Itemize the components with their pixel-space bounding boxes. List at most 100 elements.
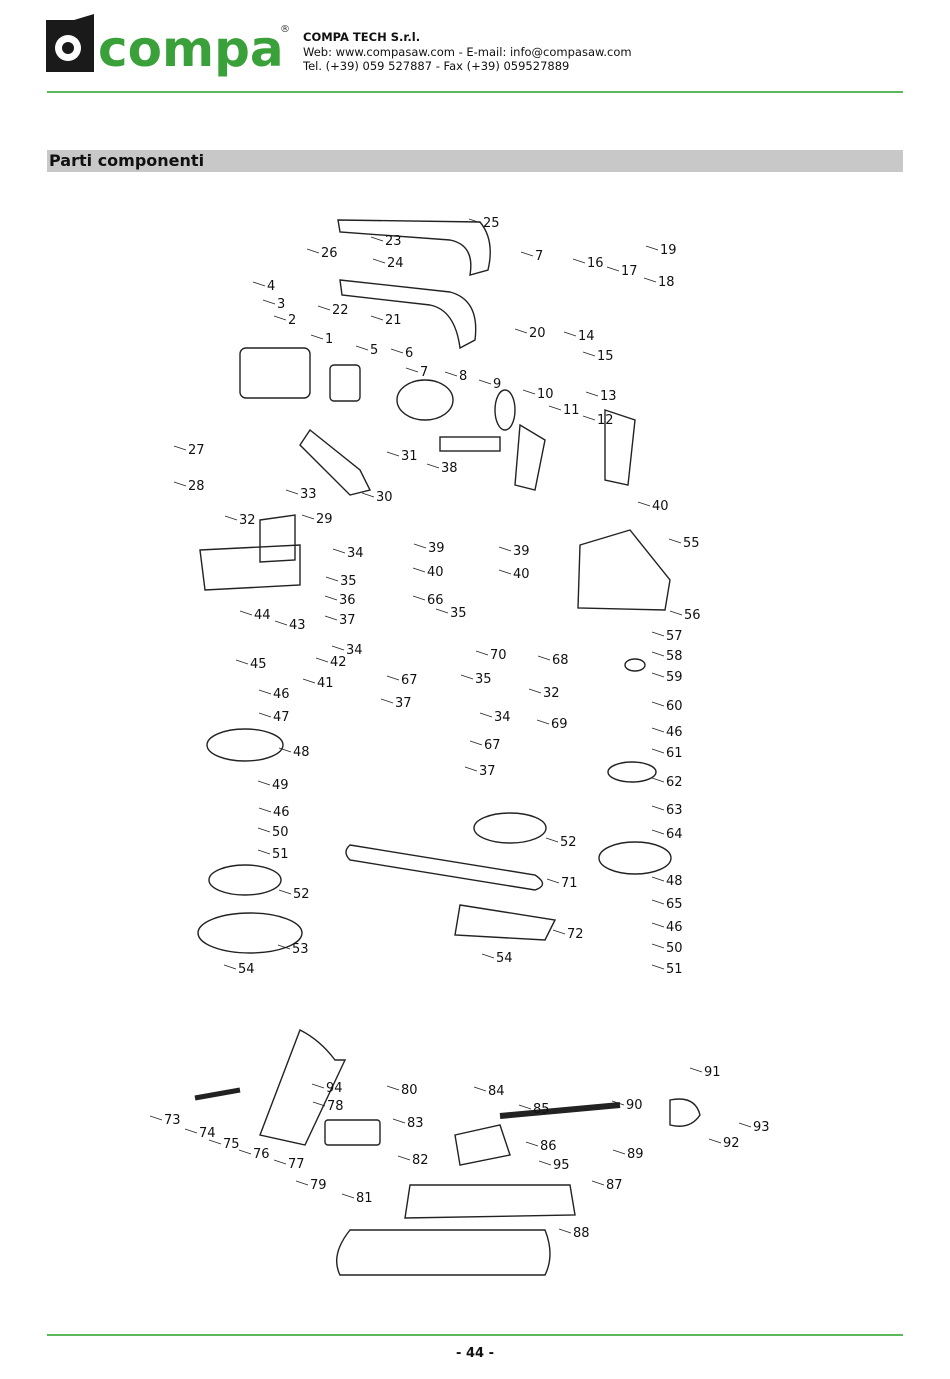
leader-line	[528, 688, 542, 694]
leader-line	[469, 740, 483, 746]
part-number-label: 24	[387, 256, 404, 271]
part-number-label: 32	[543, 686, 560, 701]
part-number-label: 83	[407, 1116, 424, 1131]
part-number-label: 66	[427, 593, 444, 608]
part-number-label: 79	[310, 1178, 327, 1193]
part-number-label: 61	[666, 746, 683, 761]
leader-line	[317, 305, 331, 311]
part-number-label: 59	[666, 670, 683, 685]
part-number-label: 51	[272, 847, 289, 862]
leader-line	[312, 1101, 326, 1107]
leader-line	[310, 334, 324, 340]
leader-line	[173, 481, 187, 487]
leader-line	[582, 415, 596, 421]
leader-line	[386, 675, 400, 681]
part-number-label: 25	[483, 216, 500, 231]
leader-line	[285, 489, 299, 495]
leader-line	[637, 501, 651, 507]
section-heading: Parti componenti	[47, 150, 903, 172]
leader-line	[591, 1180, 605, 1186]
part-number-label: 51	[666, 962, 683, 977]
part-number-label: 37	[395, 696, 412, 711]
part-number-label: 1	[325, 332, 333, 347]
leader-line	[651, 922, 665, 928]
part-number-label: 72	[567, 927, 584, 942]
leader-line	[257, 849, 271, 855]
part-number-label: 78	[327, 1099, 344, 1114]
part-number-label: 48	[666, 874, 683, 889]
part-number-label: 92	[723, 1136, 740, 1151]
leader-line	[481, 953, 495, 959]
part-number-label: 22	[332, 303, 349, 318]
part-number-label: 87	[606, 1178, 623, 1193]
part-number-label: 55	[683, 536, 700, 551]
leader-line	[435, 608, 449, 614]
part-number-label: 57	[666, 629, 683, 644]
part-number-label: 32	[239, 513, 256, 528]
part-number-label: 34	[346, 643, 363, 658]
leader-line	[563, 331, 577, 337]
header-rule	[47, 91, 903, 93]
leader-line	[239, 610, 253, 616]
part-number-label: 45	[250, 657, 267, 672]
leader-line	[262, 299, 276, 305]
part-number-label: 42	[330, 655, 347, 670]
part-number-label: 65	[666, 897, 683, 912]
part-number-label: 12	[597, 413, 614, 428]
part-number-label: 69	[551, 717, 568, 732]
page-number: - 44 -	[456, 1346, 494, 1361]
leader-line	[324, 595, 338, 601]
part-number-label: 52	[560, 835, 577, 850]
leader-line	[651, 651, 665, 657]
leader-line	[235, 659, 249, 665]
leader-line	[150, 1115, 163, 1121]
leader-line	[372, 258, 386, 264]
leader-line	[224, 515, 238, 521]
part-number-label: 53	[292, 942, 309, 957]
company-tel: Tel. (+39) 059 527887 - Fax (+39) 059527…	[303, 59, 570, 73]
part-number-label: 33	[300, 487, 317, 502]
part-number-label: 67	[484, 738, 501, 753]
part-number-label: 34	[494, 710, 511, 725]
part-number-label: 47	[273, 710, 290, 725]
leader-line	[257, 827, 271, 833]
leader-line	[464, 766, 478, 772]
part-number-label: 93	[753, 1120, 770, 1135]
leader-line	[426, 463, 440, 469]
leader-line	[460, 674, 474, 680]
leader-line	[651, 727, 665, 733]
part-number-label: 54	[496, 951, 513, 966]
leader-line	[479, 712, 493, 718]
page-header: compa ® COMPA TECH S.r.l. Web: www.compa…	[0, 0, 950, 95]
leader-line	[238, 1149, 252, 1155]
part-number-label: 35	[475, 672, 492, 687]
svg-text:®: ®	[280, 24, 290, 35]
part-number-label: 44	[254, 608, 271, 623]
part-number-label: 46	[666, 920, 683, 935]
part-number-label: 71	[561, 876, 578, 891]
part-number-label: 46	[273, 687, 290, 702]
part-number-label: 11	[563, 403, 580, 418]
leader-line	[708, 1138, 722, 1144]
leader-line	[651, 805, 665, 811]
leader-line	[585, 391, 599, 397]
leader-line	[582, 351, 596, 357]
part-number-label: 28	[188, 479, 205, 494]
part-number-label: 34	[347, 546, 364, 561]
leader-line	[518, 1104, 532, 1110]
part-number-label: 94	[326, 1081, 343, 1096]
part-number-label: 48	[293, 745, 310, 760]
part-number-label: 2	[288, 313, 296, 328]
leader-line	[208, 1139, 222, 1145]
part-number-label: 9	[493, 377, 501, 392]
leader-line	[473, 1086, 487, 1092]
leader-line	[306, 248, 320, 254]
leader-line	[498, 569, 512, 575]
leader-line	[522, 389, 536, 395]
part-number-label: 40	[652, 499, 669, 514]
part-number-label: 37	[339, 613, 356, 628]
part-number-label: 56	[684, 608, 701, 623]
part-number-label: 23	[385, 234, 402, 249]
leader-line	[355, 345, 369, 351]
leader-line	[370, 236, 384, 242]
